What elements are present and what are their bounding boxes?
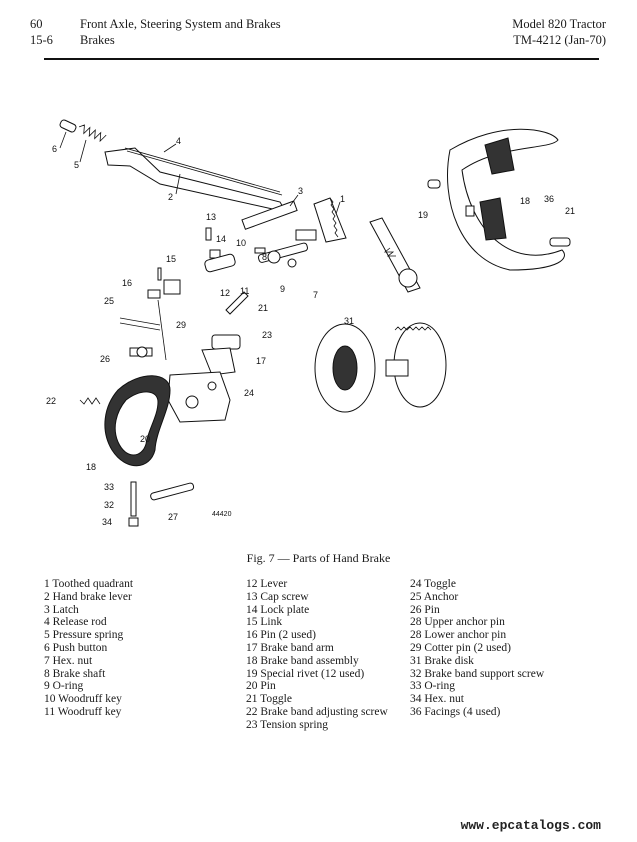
callout-label: 13 xyxy=(206,212,216,222)
upper-brake-band-part xyxy=(427,128,571,271)
header-rule xyxy=(44,58,599,60)
anchor-pin-hardware xyxy=(128,481,195,527)
legend-item: 28 Lower anchor pin xyxy=(410,629,507,642)
toothed-quadrant-part xyxy=(313,197,347,243)
legend-item: 13 Cap screw xyxy=(246,590,309,603)
callout-label: 9 xyxy=(280,284,285,294)
legend-item: 7 Hex. nut xyxy=(44,654,93,667)
legend-item: 9 O-ring xyxy=(44,680,84,693)
callout-label: 15 xyxy=(166,254,176,264)
callout-label: 18 xyxy=(86,462,96,472)
callout-label: 27 xyxy=(168,512,178,522)
callout-label: 34 xyxy=(102,517,112,527)
figure-caption: Fig. 7 — Parts of Hand Brake xyxy=(246,551,391,565)
section-number: 15-6 xyxy=(30,33,53,47)
legend-item: 23 Tension spring xyxy=(246,718,329,731)
callout-labels: 6 5 4 2 3 1 13 14 10 8 9 7 15 12 11 16 2… xyxy=(46,131,575,527)
legend-item: 12 Lever xyxy=(246,578,288,590)
legend-item: 2 Hand brake lever xyxy=(44,590,132,603)
callout-label: 7 xyxy=(313,290,318,300)
callout-label: 26 xyxy=(100,354,110,364)
legend-item: 6 Push button xyxy=(44,641,108,654)
callout-label: 8 xyxy=(262,252,267,262)
legend-item: 21 Toggle xyxy=(246,693,292,706)
legend-item: 5 Pressure spring xyxy=(44,629,124,642)
shaft-hardware xyxy=(204,227,317,273)
callout-label: 29 xyxy=(176,320,186,330)
callout-label: 14 xyxy=(216,234,226,244)
manual-number: TM-4212 (Jan-70) xyxy=(513,33,606,47)
callout-label: 19 xyxy=(418,210,428,220)
chapter-title: Front Axle, Steering System and Brakes xyxy=(80,17,281,31)
legend-item: 8 Brake shaft xyxy=(44,667,106,680)
model-name: Model 820 Tractor xyxy=(512,17,606,31)
callout-label: 2 xyxy=(168,192,173,202)
callout-label: 21 xyxy=(565,206,575,216)
push-button-part xyxy=(59,119,107,143)
legend-item: 15 Link xyxy=(246,616,283,629)
legend-item: 33 O-ring xyxy=(410,680,456,693)
legend-item: 18 Brake band assembly xyxy=(246,654,359,667)
callout-label: 25 xyxy=(104,296,114,306)
callout-label: 21 xyxy=(258,303,268,313)
callout-label: 36 xyxy=(544,194,554,204)
callout-label: 18 xyxy=(520,196,530,206)
brake-shaft-part xyxy=(369,217,421,293)
legend-item: 14 Lock plate xyxy=(246,603,310,616)
callout-label: 6 xyxy=(52,144,57,154)
figure-number: 44420 xyxy=(212,511,232,518)
legend-item: 16 Pin (2 used) xyxy=(246,629,316,642)
legend-item: 36 Facings (4 used) xyxy=(410,705,501,718)
legend-item: 19 Special rivet (12 used) xyxy=(246,667,365,680)
section-title: Brakes xyxy=(80,33,115,47)
legend-item: 1 Toothed quadrant xyxy=(44,578,134,590)
brake-band-assembly-part xyxy=(79,375,171,467)
legend-item: 31 Brake disk xyxy=(410,654,474,667)
callout-label: 33 xyxy=(104,482,114,492)
legend-item: 22 Brake band adjusting screw xyxy=(246,705,388,718)
legend-item: 24 Toggle xyxy=(410,578,456,590)
link-lever-part xyxy=(147,267,181,299)
brake-band-arm-part xyxy=(167,347,236,423)
brake-disk-part xyxy=(314,322,447,413)
callout-label: 5 xyxy=(74,160,79,170)
hand-brake-lever-part xyxy=(104,147,298,230)
legend-item: 10 Woodruff key xyxy=(44,693,122,706)
exploded-diagram: 6 5 4 2 3 1 13 14 10 8 9 7 15 12 11 16 2… xyxy=(46,119,575,527)
legend-item: 34 Hex. nut xyxy=(410,693,464,706)
callout-label: 24 xyxy=(244,388,254,398)
legend-item: 26 Pin xyxy=(410,603,440,616)
legend-item: 25 Anchor xyxy=(410,590,459,603)
callout-label: 17 xyxy=(256,356,266,366)
legend-item: 17 Brake band arm xyxy=(246,641,334,654)
page-header: 60 Front Axle, Steering System and Brakes… xyxy=(30,16,606,48)
legend-item: 11 Woodruff key xyxy=(44,705,122,718)
legend-item: 4 Release rod xyxy=(44,616,107,629)
footer-url: www.epcatalogs.com xyxy=(460,818,601,833)
legend-item: 3 Latch xyxy=(44,603,79,616)
callout-label: 20 xyxy=(140,434,150,444)
legend-item: 20 Pin xyxy=(246,680,276,693)
legend-item: 29 Cotter pin (2 used) xyxy=(410,641,511,654)
legend-item: 32 Brake band support screw xyxy=(410,667,545,680)
callout-label: 12 xyxy=(220,288,230,298)
page-number: 60 xyxy=(30,17,43,31)
callout-label: 32 xyxy=(104,500,114,510)
callout-label: 1 xyxy=(340,194,345,204)
callout-label: 4 xyxy=(176,136,181,146)
brake-band-adjusting-screw-part xyxy=(119,291,249,361)
callout-label: 31 xyxy=(344,316,354,326)
callout-label: 16 xyxy=(122,278,132,288)
legend-item: 28 Upper anchor pin xyxy=(410,616,505,629)
callout-label: 11 xyxy=(240,286,249,296)
callout-label: 3 xyxy=(298,186,303,196)
callout-label: 23 xyxy=(262,330,272,340)
callout-label: 10 xyxy=(236,238,246,248)
callout-label: 22 xyxy=(46,396,56,406)
